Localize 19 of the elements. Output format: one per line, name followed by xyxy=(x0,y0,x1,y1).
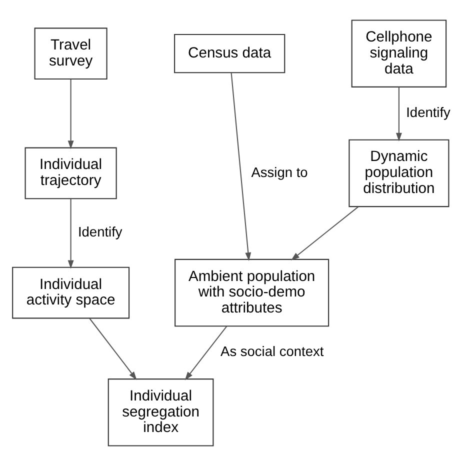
edge-label: Identify xyxy=(78,224,122,240)
node-box: Cellphone signaling data xyxy=(351,20,447,88)
node-box: Census data xyxy=(174,34,286,74)
arrow xyxy=(291,206,359,260)
arrow xyxy=(89,318,137,380)
edge-label: As social context xyxy=(220,344,324,360)
node-box: Travel survey xyxy=(34,28,108,80)
node-box: Individual segregation index xyxy=(108,378,214,446)
node-box: Individual trajectory xyxy=(24,147,117,200)
arrow xyxy=(396,87,402,142)
node-box: Ambient population with socio-demo attributes xyxy=(174,258,330,327)
arrow xyxy=(184,326,228,380)
arrow xyxy=(68,198,74,269)
edge-label: Identify xyxy=(406,104,450,120)
arrow xyxy=(68,79,74,150)
node-box: Dynamic population distribution xyxy=(348,139,450,208)
arrow xyxy=(230,72,252,262)
edge-label: Assign to xyxy=(251,164,308,180)
node-box: Individual activity space xyxy=(12,266,130,319)
